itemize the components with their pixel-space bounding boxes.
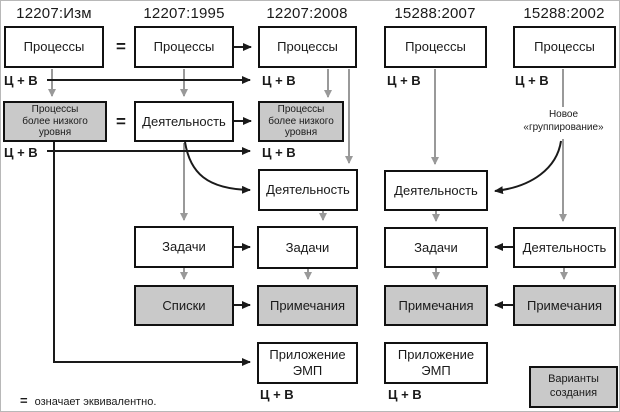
- new-grouping-label: Новое «группирование»: [523, 109, 604, 133]
- box-2007-processes: Процессы: [384, 26, 487, 68]
- cv-label-2008-annex: Ц + В: [260, 387, 294, 402]
- box-2008-processes: Процессы: [258, 26, 357, 68]
- cv-label-2008-row1: Ц + В: [262, 73, 296, 88]
- box-izm-processes: Процессы: [4, 26, 104, 68]
- legend-text: означает эквивалентно.: [34, 396, 157, 408]
- box-2002-variants: Варианты создания: [529, 366, 618, 408]
- equals-sign-row2: =: [116, 112, 126, 131]
- box-2007-activity: Деятельность: [384, 170, 488, 211]
- box-2002-activity: Деятельность: [513, 227, 616, 268]
- curve-1995-activity-to-2008-activity: [184, 141, 251, 194]
- box-1995-activity: Деятельность: [134, 101, 234, 142]
- column-header-12207-izm: 12207:Изм: [16, 5, 92, 22]
- box-2008-lower-level: Процессы более низкого уровня: [258, 101, 344, 142]
- box-2008-activity: Деятельность: [258, 169, 358, 211]
- box-2002-processes: Процессы: [513, 26, 616, 68]
- box-2008-tasks: Задачи: [257, 226, 358, 269]
- cv-label-izm-row2: Ц + В: [4, 145, 38, 160]
- column-header-15288-2007: 15288:2007: [394, 5, 476, 22]
- box-1995-lists: Списки: [134, 285, 234, 326]
- legend-equals-symbol: =: [20, 393, 28, 408]
- box-2007-notes: Примечания: [384, 285, 488, 326]
- box-1995-tasks: Задачи: [134, 226, 234, 268]
- column-header-12207-2008: 12207:2008: [266, 5, 348, 22]
- box-2002-notes: Примечания: [513, 285, 616, 326]
- cv-label-2008-row2: Ц + В: [262, 145, 296, 160]
- cv-label-izm-row1: Ц + В: [4, 73, 38, 88]
- cv-label-2007-annex: Ц + В: [388, 387, 422, 402]
- box-2008-notes: Примечания: [257, 285, 358, 326]
- box-izm-lower-level: Процессы более низкого уровня: [3, 101, 107, 142]
- cv-label-2002: Ц + В: [515, 73, 549, 88]
- box-2008-annex-emp: Приложение ЭМП: [257, 342, 358, 384]
- line-izm-lower-level-to-2008-annex: [53, 142, 251, 366]
- equals-sign-row1: =: [116, 37, 126, 56]
- column-header-15288-2002: 15288:2002: [523, 5, 605, 22]
- cv-label-2007: Ц + В: [387, 73, 421, 88]
- legend: = означает эквивалентно.: [20, 393, 156, 408]
- box-2007-tasks: Задачи: [384, 227, 488, 268]
- curve-2002-grouping-to-2007-activity: [494, 140, 562, 195]
- column-header-12207-1995: 12207:1995: [143, 5, 225, 22]
- box-2007-annex-emp: Приложение ЭМП: [384, 342, 488, 384]
- box-1995-processes: Процессы: [134, 26, 234, 68]
